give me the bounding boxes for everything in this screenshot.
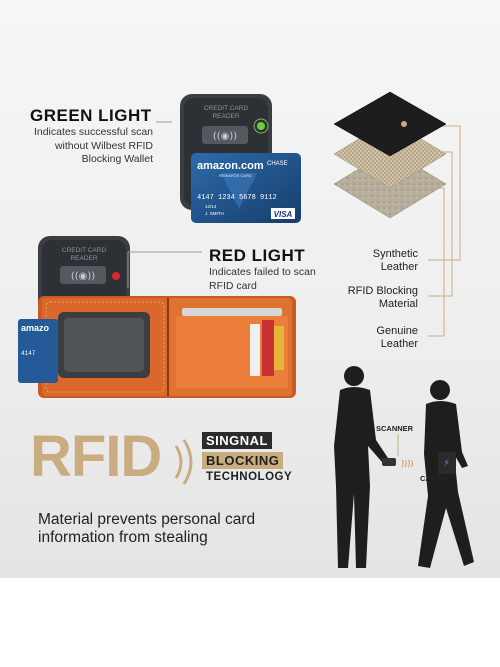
rfid-tag-line2: BLOCKING (202, 452, 284, 469)
reader-label-line: CREDIT CARD (62, 247, 107, 254)
material-layers-diagram (333, 92, 461, 337)
cards-pocket (438, 452, 456, 474)
scanner-label: SCANNER (376, 424, 414, 433)
contactless-pad (202, 126, 248, 144)
card-number: 4147 1234 5678 9112 (197, 194, 277, 202)
card-holder-silhouette (418, 380, 474, 568)
red-light-desc-line: RFID card (209, 279, 257, 292)
handheld-scanner-icon (382, 458, 396, 466)
layer-label-synthetic: Synthetic Leather (352, 248, 418, 274)
signal-arcs-icon (174, 439, 193, 485)
synthetic-leather-layer (333, 92, 447, 157)
red-light-desc-line: Indicates failed to scan (209, 266, 316, 278)
red-led-icon (112, 272, 120, 280)
scanner-person-silhouette (334, 366, 388, 568)
contactless-pad (60, 266, 106, 284)
layer-label-line: Genuine (376, 325, 418, 337)
tagline-line: information from stealing (38, 529, 208, 546)
red-light-title: RED LIGHT (209, 246, 306, 265)
red-light-description: Indicates failed to scan RFID card (209, 266, 339, 293)
card-expiry: 12/14 (205, 204, 217, 209)
card-small-brand: amazo (21, 323, 50, 333)
card-small-number: 4147 (21, 350, 36, 357)
tagline-line: Material prevents personal card (38, 511, 256, 528)
green-light-desc-line: Indicates successful scan (33, 126, 153, 138)
green-light-title: GREEN LIGHT (30, 106, 152, 125)
amazon-card: amazon.com CHASE REWARDS CARD 4147 1234 … (191, 153, 301, 223)
layer-label-line: Material (378, 298, 418, 310)
wallet-illustration: CREDIT CARD READER ((◉)) (38, 236, 296, 398)
green-light-desc-line: without Wilbest RFID (54, 139, 153, 152)
card-name: J. SMITH (205, 211, 224, 216)
layer-label-blocking: RFID Blocking Material (330, 285, 418, 311)
card-sub: REWARDS CARD (219, 173, 252, 178)
green-led-icon (257, 122, 265, 130)
blocked-signal-icon: ⚡ (443, 458, 450, 469)
tagline: Material prevents personal card informat… (38, 511, 318, 547)
cards-label: CARDS (420, 474, 447, 483)
signal-waves-icon: )))) (401, 459, 413, 468)
reader-label-line: READER (70, 255, 97, 262)
green-light-desc-line: Blocking Wallet (81, 153, 153, 165)
rfid-tag-line1: SINGNAL (202, 432, 272, 449)
reader-label-line: READER (212, 113, 239, 120)
amazon-card-small: amazo 4147 (18, 319, 58, 383)
layer-label-line: Synthetic (372, 248, 418, 260)
scanning-scene-illustration: )))) ⚡ (334, 366, 474, 568)
layer-label-line: RFID Blocking (347, 285, 418, 297)
card-issuer: CHASE (267, 161, 288, 167)
card-brand: amazon.com (197, 160, 264, 172)
layer-label-genuine: Genuine Leather (352, 325, 418, 351)
rfid-logo-text: RFID (30, 424, 162, 489)
layer-label-line: Leather (380, 338, 418, 350)
rfid-tag-line3: TECHNOLOGY (206, 471, 293, 483)
reader-label-line: CREDIT CARD (204, 105, 249, 112)
layer-label-line: Leather (380, 261, 418, 273)
money-clip (182, 308, 282, 316)
green-light-description: Indicates successful scan without Wilbes… (20, 126, 153, 167)
card-network: VISA (274, 210, 293, 219)
contactless-icon: ((◉)) (213, 131, 237, 142)
contactless-icon: ((◉)) (71, 271, 95, 282)
